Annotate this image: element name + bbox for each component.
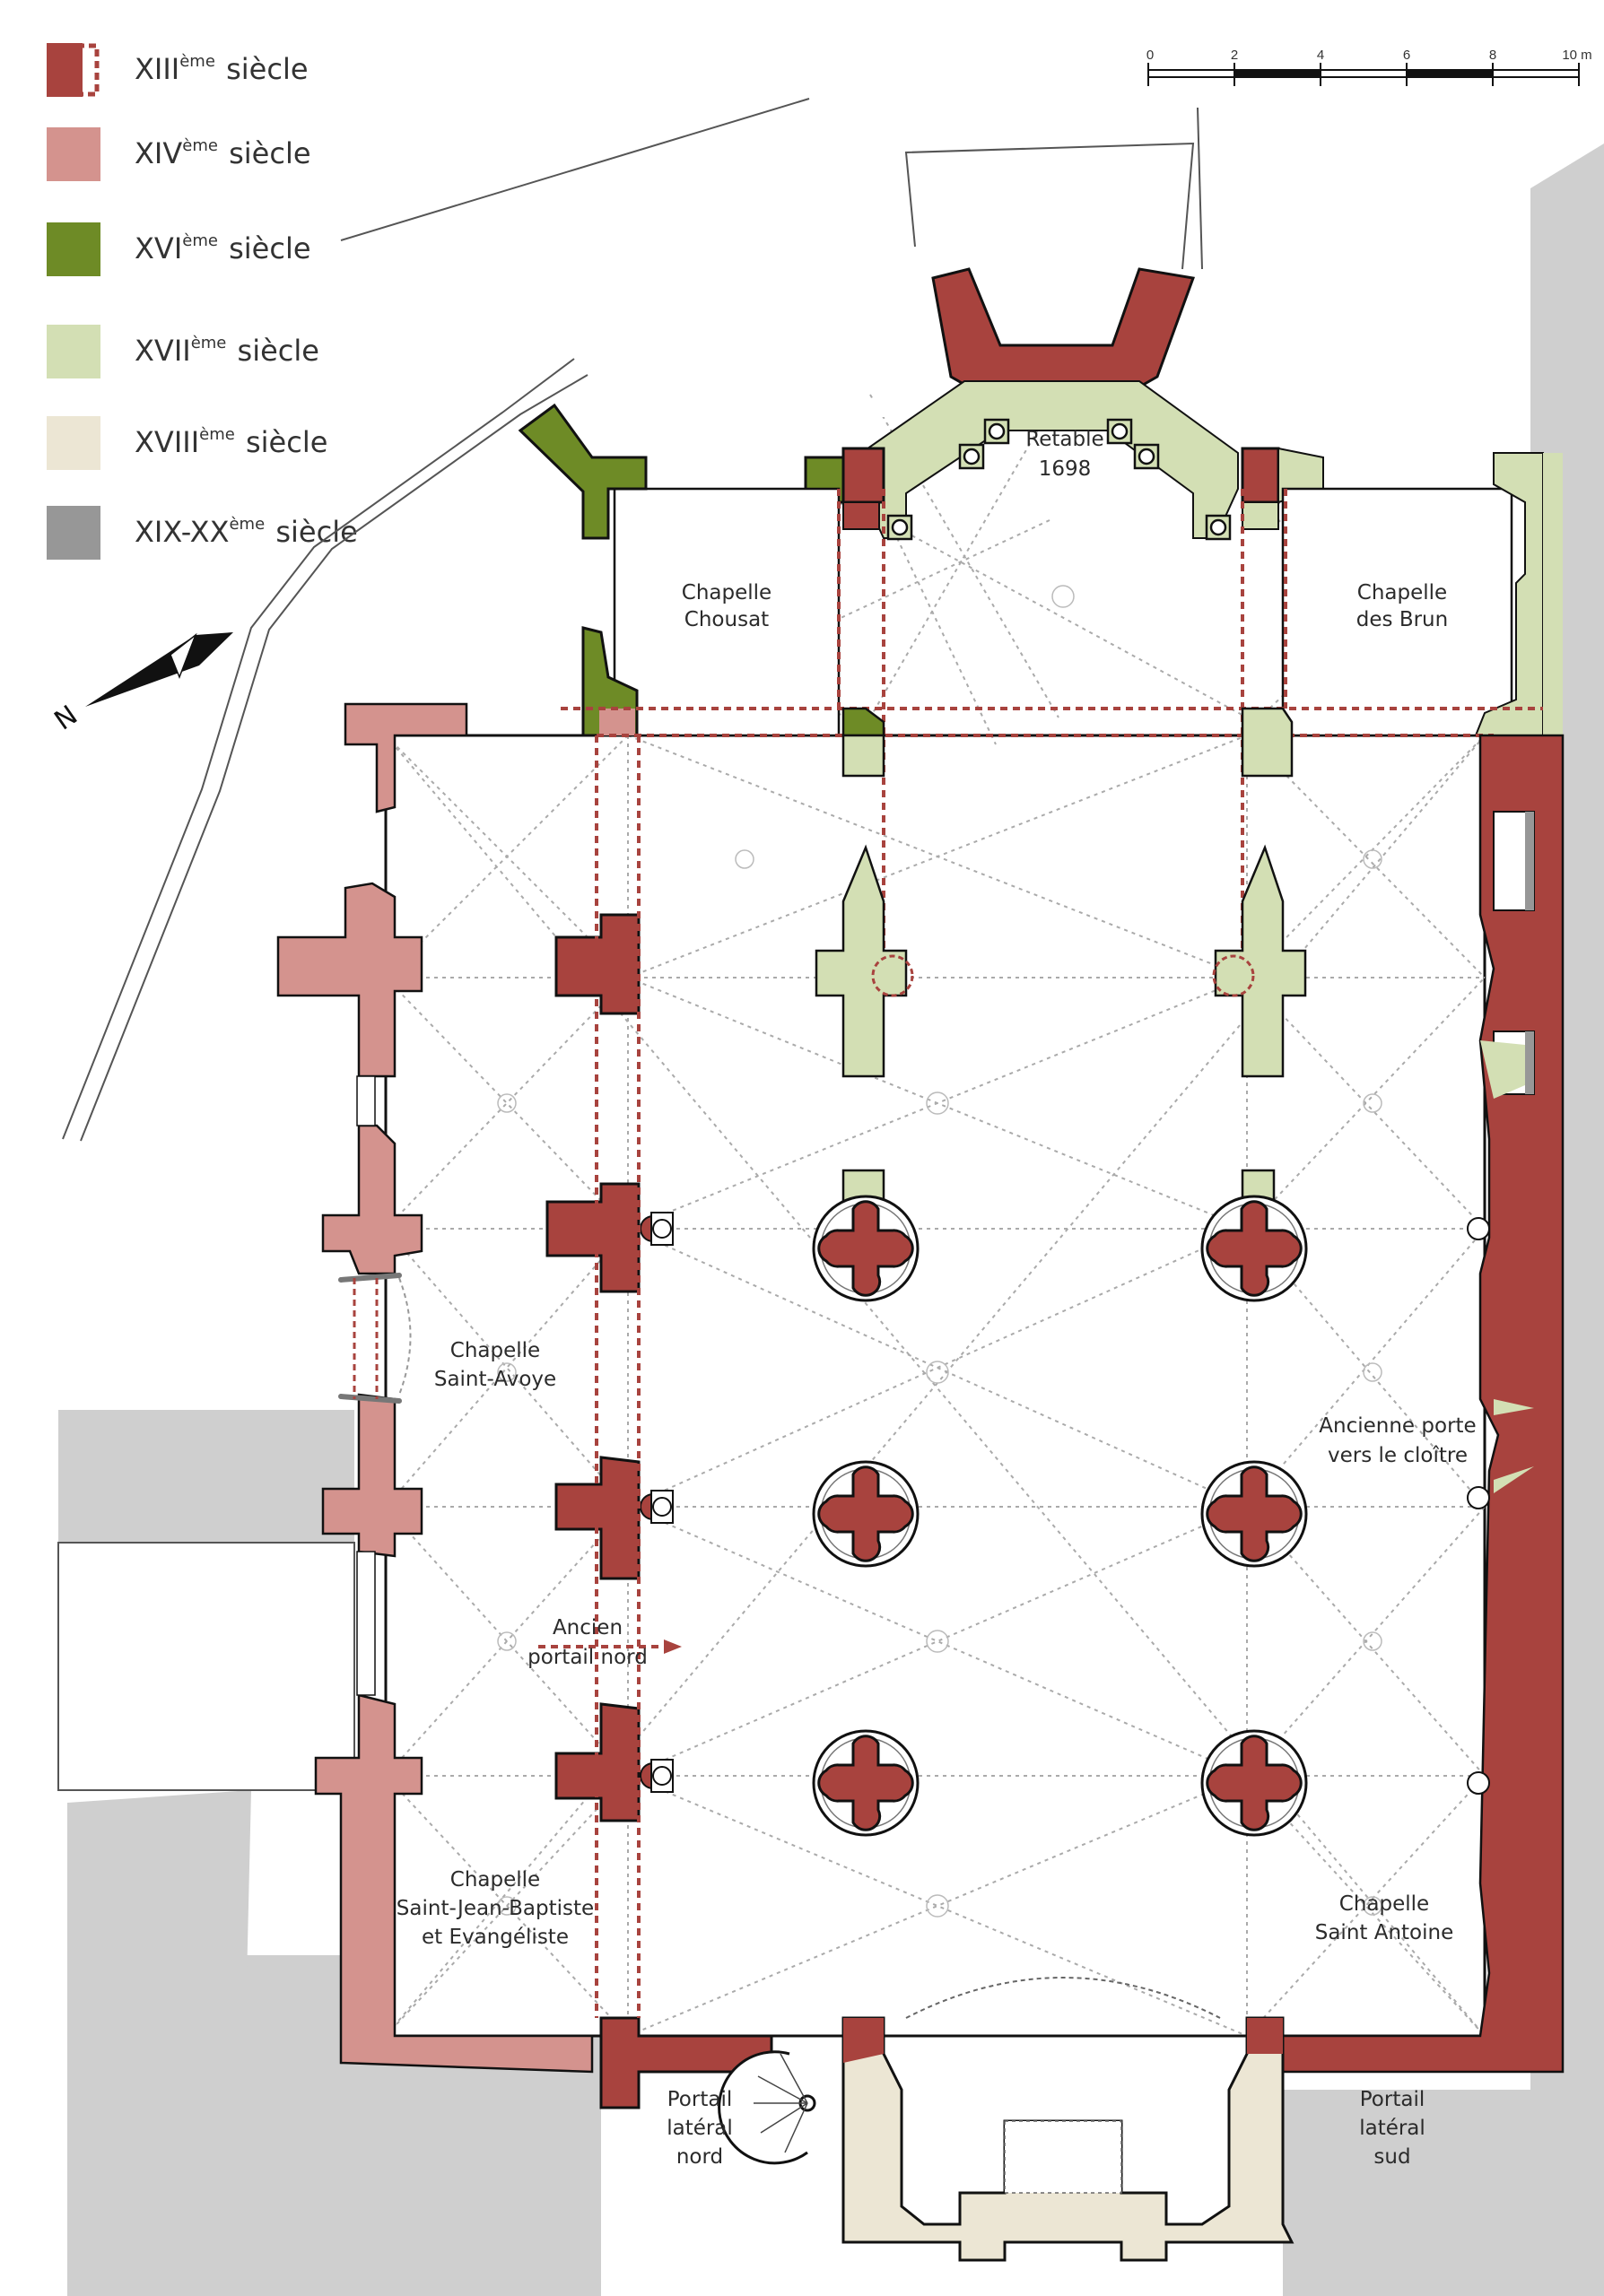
legend-item-17: XVIIème siècle xyxy=(47,325,405,378)
legend-label: XVIIème siècle xyxy=(135,334,319,368)
ancien-portail-arrow xyxy=(664,1639,682,1654)
label-portail-nord-2: latéral xyxy=(667,2117,733,2140)
label-antoine-2: Saint Antoine xyxy=(1315,1921,1454,1944)
chapelle-des-brun xyxy=(1281,452,1563,737)
legend-swatch-14 xyxy=(47,127,100,181)
scale-tick-6: 6 xyxy=(1403,48,1410,63)
label-avoye-1: Chapelle xyxy=(450,1339,540,1362)
north-aisle-wall xyxy=(276,702,594,2074)
stair-tower xyxy=(718,2050,816,2165)
label-jean-1: Chapelle xyxy=(450,1868,540,1892)
legend-label: XIVème siècle xyxy=(135,136,311,170)
legend-item-16: XVIème siècle xyxy=(47,222,405,276)
legend-item-14: XIVème siècle xyxy=(47,127,405,181)
label-brun-2: des Brun xyxy=(1356,608,1448,631)
label-avoye-2: Saint-Avoye xyxy=(434,1368,556,1391)
legend-label: XVIème siècle xyxy=(135,231,311,265)
legend-swatch-19-20 xyxy=(47,506,100,560)
scale-tick-10: 10 m xyxy=(1562,48,1591,63)
legend-item-13: XIIIème siècle xyxy=(47,43,405,97)
south-aisle-wall xyxy=(1245,734,1565,2074)
legend-label: XIIIème siècle xyxy=(135,52,309,86)
west-facade xyxy=(841,1977,1295,2262)
legend-label: XVIIIème siècle xyxy=(135,425,328,459)
scale-tick-8: 8 xyxy=(1489,48,1496,63)
legend-item-18: XVIIIème siècle xyxy=(47,416,405,470)
street-lines xyxy=(62,98,1203,1142)
label-jean-3: et Evangéliste xyxy=(422,1926,569,1949)
north-letter: N xyxy=(49,700,83,737)
room-labels: Chapelle Chousat Retable 1698 Chapelle d… xyxy=(397,428,1477,2169)
label-chousat-2: Chousat xyxy=(684,608,769,631)
label-retable-1: Retable xyxy=(1025,428,1103,451)
label-antoine-1: Chapelle xyxy=(1339,1892,1429,1916)
label-portail-ancien-1: Ancien xyxy=(553,1616,623,1639)
label-cloitre-1: Ancienne porte xyxy=(1319,1414,1476,1438)
legend-swatch-13 xyxy=(47,43,100,97)
legend-label: XIX-XXème siècle xyxy=(135,515,358,549)
scale-tick-2: 2 xyxy=(1231,48,1238,63)
legend-item-19-20: XIX-XXème siècle xyxy=(47,506,405,560)
label-cloitre-2: vers le cloître xyxy=(1328,1444,1468,1467)
label-brun-1: Chapelle xyxy=(1357,581,1447,604)
label-retable-2: 1698 xyxy=(1039,457,1092,481)
legend-swatch-18 xyxy=(47,416,100,470)
scale-tick-4: 4 xyxy=(1317,48,1324,63)
label-portail-nord-3: nord xyxy=(676,2145,723,2169)
scale-tick-0: 0 xyxy=(1146,48,1154,63)
scale-bar: 0 2 4 6 8 10 m xyxy=(1146,48,1592,86)
label-portail-sud-2: latéral xyxy=(1359,2117,1425,2140)
label-portail-sud-3: sud xyxy=(1373,2145,1410,2169)
label-portail-ancien-2: portail nord xyxy=(527,1646,648,1669)
legend-swatch-17 xyxy=(47,325,100,378)
label-portail-sud-1: Portail xyxy=(1360,2088,1425,2111)
north-arrow-icon: N xyxy=(49,632,233,737)
apse xyxy=(628,267,1310,541)
label-chousat-1: Chapelle xyxy=(682,581,771,604)
label-jean-2: Saint-Jean-Baptiste xyxy=(397,1897,594,1920)
legend-swatch-16 xyxy=(47,222,100,276)
label-portail-nord-1: Portail xyxy=(667,2088,732,2111)
north-arcade-piers xyxy=(545,913,773,2109)
keystones xyxy=(497,585,1382,1918)
